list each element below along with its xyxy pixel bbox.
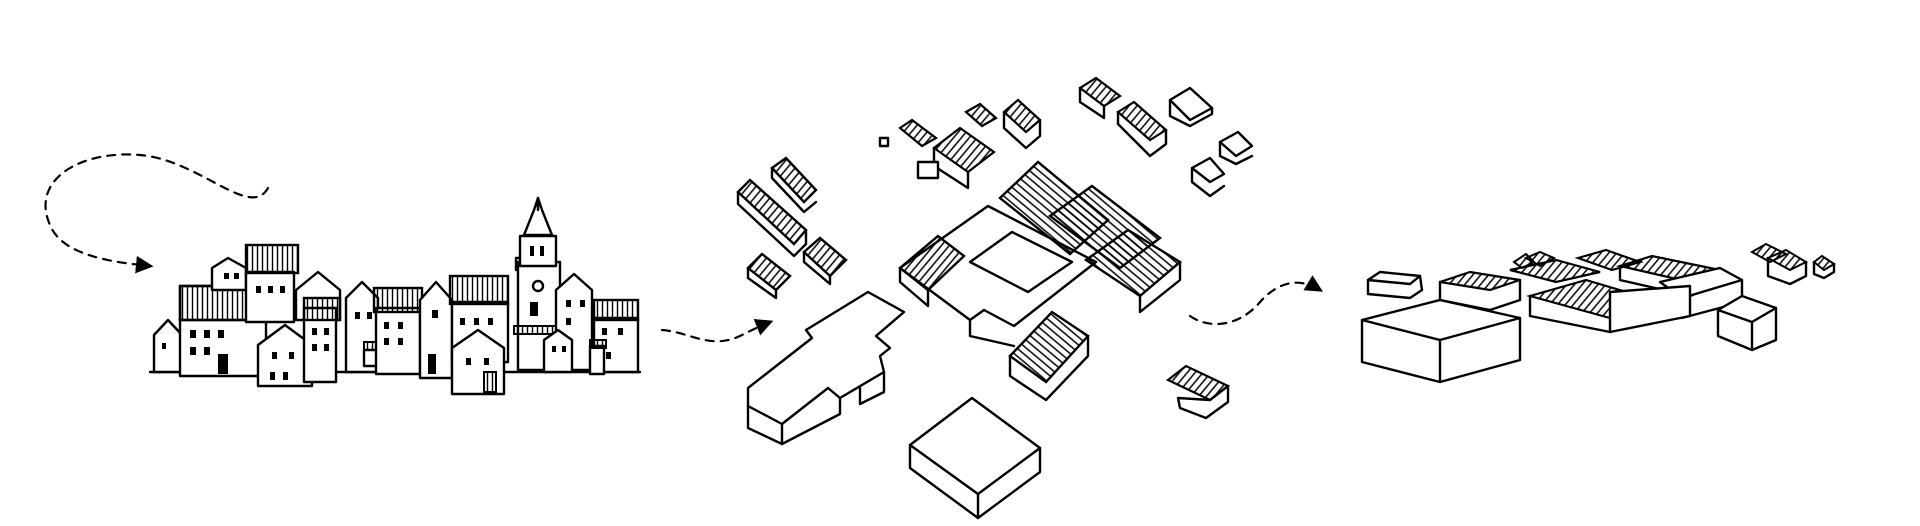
house-cluster-top-right bbox=[1078, 76, 1254, 198]
house bbox=[1512, 250, 1557, 270]
hatched-house bbox=[746, 236, 848, 300]
church-tower bbox=[513, 196, 567, 372]
massing-illustration bbox=[736, 76, 1254, 520]
t-shaped-block bbox=[746, 290, 906, 446]
house-isolated bbox=[1165, 364, 1231, 420]
house bbox=[152, 318, 184, 374]
house bbox=[1716, 294, 1778, 352]
arrow-village-to-massing bbox=[660, 319, 774, 343]
house bbox=[588, 298, 640, 376]
central-cluster bbox=[1438, 248, 1744, 334]
complex-illustration bbox=[1360, 242, 1836, 384]
house bbox=[256, 323, 314, 388]
hatched-bar bbox=[736, 156, 818, 258]
house bbox=[542, 328, 574, 374]
house bbox=[450, 328, 506, 396]
courtyard-block bbox=[898, 160, 1183, 402]
house bbox=[372, 286, 424, 376]
square-block bbox=[908, 396, 1042, 520]
house bbox=[294, 270, 342, 384]
house bbox=[244, 243, 300, 324]
large-block bbox=[1360, 298, 1522, 384]
house bbox=[210, 256, 248, 292]
house-cluster-top bbox=[878, 98, 1042, 190]
village-illustration bbox=[148, 196, 642, 396]
house bbox=[418, 280, 454, 380]
house bbox=[1749, 242, 1836, 286]
arrow-into-village bbox=[44, 153, 270, 274]
house bbox=[344, 280, 383, 374]
arrow-massing-to-complex bbox=[1188, 275, 1324, 326]
house bbox=[1366, 270, 1424, 300]
